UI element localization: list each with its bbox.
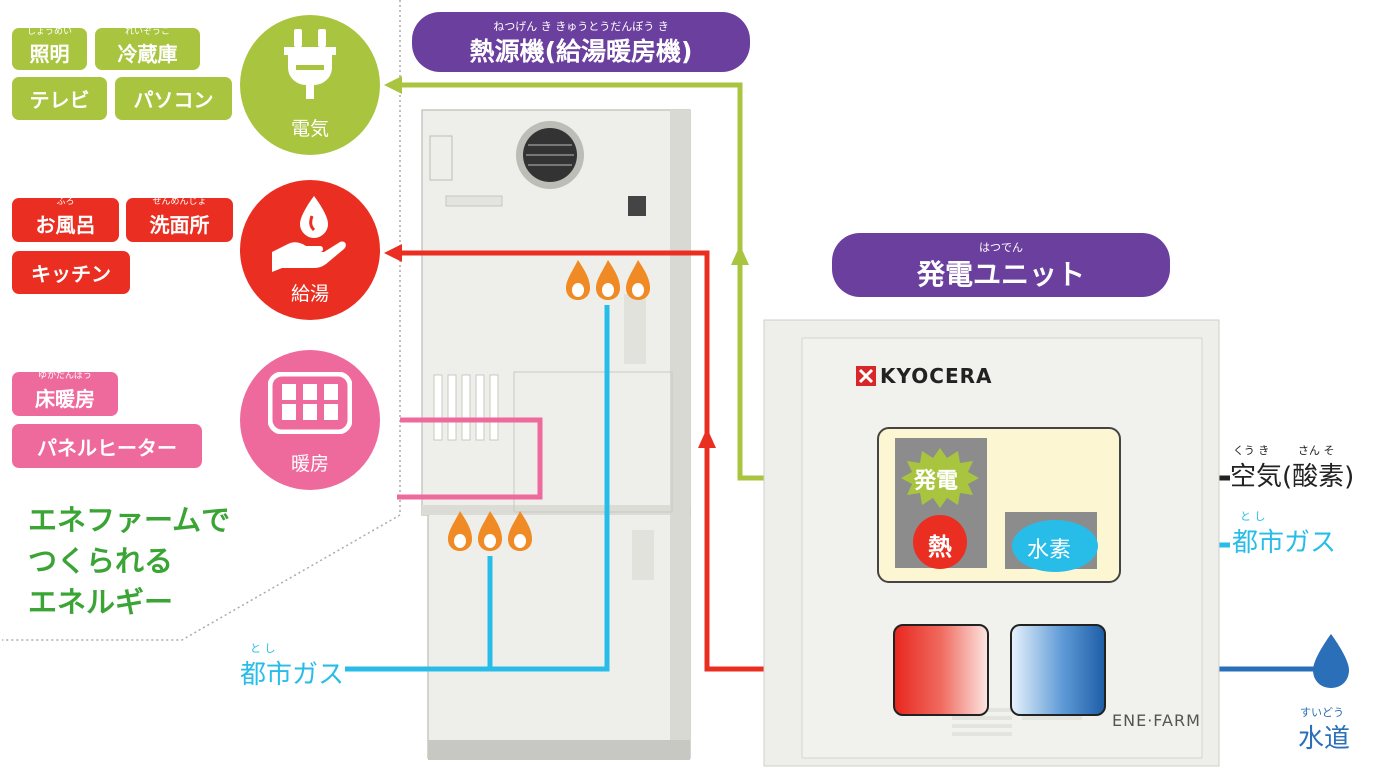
water-drop-icon <box>1313 634 1349 688</box>
chip-pc: パソコン <box>115 77 232 120</box>
power-unit-cabinet <box>763 319 1220 767</box>
cell-hydrogen-label: 水素 <box>1027 538 1072 563</box>
flame-icon-group-top <box>566 260 650 300</box>
flame-icon-group-bottom <box>448 511 532 551</box>
water-label: 水道 <box>1298 724 1351 754</box>
air-label: 空気(酸素) <box>1230 462 1355 492</box>
kyocera-logo-icon <box>856 366 876 386</box>
heating-circle: 暖房 <box>240 350 380 490</box>
chip-tv: テレビ <box>12 77 107 120</box>
gas-label-bottom: 都市ガス <box>240 660 345 690</box>
chip-bath: ふろ お風呂 <box>12 197 119 242</box>
gas-ruby-right: と し <box>1240 510 1266 523</box>
plug-icon <box>284 29 336 99</box>
chip-kitchen: キッチン <box>12 251 130 294</box>
power-burst-icon <box>901 448 979 508</box>
floor-heater-icon <box>268 372 352 434</box>
left-panel-border <box>2 0 401 641</box>
gas-label-right: 都市ガス <box>1232 528 1337 558</box>
caption-line-3: エネルギー <box>28 585 174 619</box>
kyocera-brand: KYOCERA <box>880 364 993 388</box>
chip-panel-heater: パネルヒーター <box>12 424 202 468</box>
hot-tank <box>893 624 989 716</box>
water-drop-hand-icon <box>272 196 346 272</box>
electric-label: 電気 <box>290 118 329 140</box>
gas-ruby-bottom: と し <box>250 642 276 655</box>
air-ruby-2: さん そ <box>1298 444 1335 457</box>
cell-heat-label: 熱 <box>928 533 952 561</box>
enefarm-logo: ENE·FARM <box>1112 711 1201 730</box>
caption-line-2: つくられる <box>28 544 174 578</box>
heat-source-title: ねつげん き きゅうとうだんぼう き 熱源機(給湯暖房機) <box>412 12 750 72</box>
chip-lighting: しょうめい 照明 <box>12 27 87 70</box>
hotwater-label: 給湯 <box>290 283 329 305</box>
cold-tank <box>1010 624 1106 716</box>
water-ruby: すいどう <box>1300 706 1344 719</box>
chip-refrigerator: れいぞうこ 冷蔵庫 <box>95 27 200 70</box>
caption-line-1: エネファームで <box>28 503 231 537</box>
heating-label: 暖房 <box>290 453 329 475</box>
power-unit-title: はつでん 発電ユニット <box>832 233 1170 297</box>
air-ruby-1: くう き <box>1233 444 1270 457</box>
hotwater-circle: 給湯 <box>240 180 380 320</box>
chip-washroom: せんめんじょ 洗面所 <box>126 197 233 242</box>
cell-hydrogen-badge <box>1012 520 1098 572</box>
cell-power-label: 発電 <box>914 469 959 494</box>
heat-source-appliance <box>421 109 691 760</box>
cell-heat-badge <box>913 515 967 569</box>
electric-circle: 電気 <box>240 15 380 155</box>
chip-floor-heating: ゆかだんぼう 床暖房 <box>12 371 118 416</box>
